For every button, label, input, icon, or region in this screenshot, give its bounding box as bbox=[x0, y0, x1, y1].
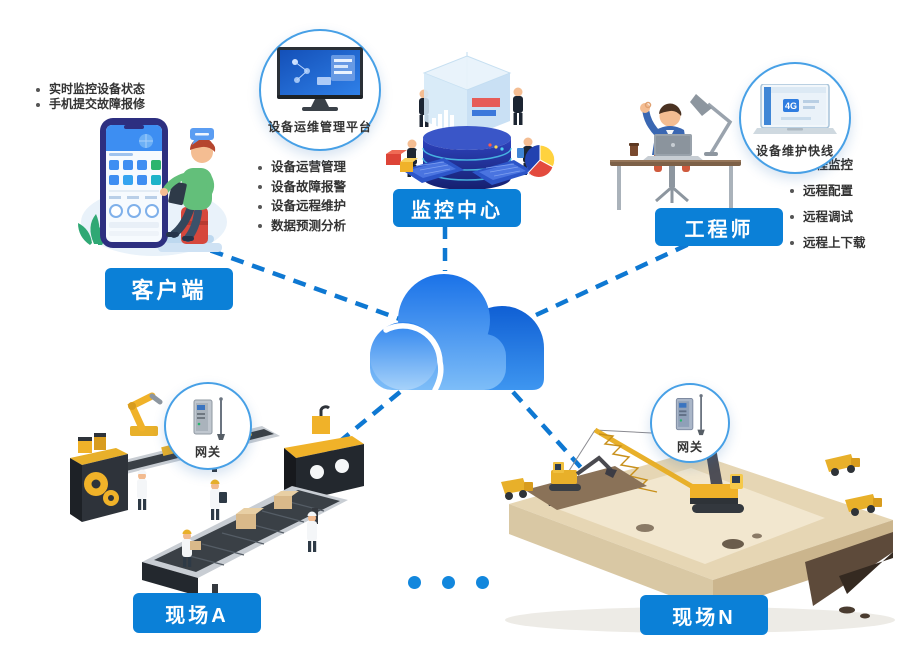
keyboard-panels bbox=[402, 158, 534, 185]
list-item: 远程配置 bbox=[790, 178, 866, 204]
engineer-illustration bbox=[610, 94, 741, 210]
gateway-circle-siteA: 网关 bbox=[164, 382, 252, 470]
bullet-icon bbox=[36, 87, 40, 92]
list-item: 设备故障报警 bbox=[258, 178, 346, 198]
siteN-label: 现场N bbox=[672, 606, 736, 629]
platform-circle: 设备运维管理平台 bbox=[259, 29, 381, 151]
box-icon bbox=[236, 491, 299, 529]
dot-icon bbox=[442, 576, 455, 589]
phone-user-illustration bbox=[78, 118, 227, 256]
list-item: 远程上下载 bbox=[790, 230, 866, 256]
robot-arm-icon bbox=[127, 392, 163, 436]
monitoring-feature-list: 设备运营管理 设备故障报警 设备远程维护 数据预测分析 bbox=[258, 158, 346, 236]
gateway-caption-siteA: 网关 bbox=[194, 445, 221, 459]
smartphone-icon bbox=[100, 118, 168, 248]
glass-cube bbox=[422, 52, 512, 138]
dump-truck-icon bbox=[825, 454, 860, 476]
excavator-icon bbox=[525, 455, 647, 510]
bullet-icon bbox=[258, 165, 262, 170]
client-bullet-1: 实时监控设备状态 bbox=[49, 82, 146, 96]
speech-tag bbox=[190, 128, 214, 145]
gateway-device-icon bbox=[675, 394, 705, 436]
desk-lamp-icon bbox=[690, 94, 733, 156]
platform-caption: 设备运维管理平台 bbox=[267, 120, 372, 134]
engineer-bullet-4: 远程上下载 bbox=[803, 236, 866, 250]
list-item: 实时监控设备状态 bbox=[36, 82, 145, 97]
monitoring-bullet-1: 设备运营管理 bbox=[271, 160, 347, 174]
list-item: 手机提交故障报修 bbox=[36, 97, 145, 112]
quickline-circle: 4G 设备维护快线 bbox=[739, 62, 851, 174]
block-chart-icon bbox=[386, 150, 418, 172]
dot-icon bbox=[408, 576, 421, 589]
crane-icon bbox=[545, 427, 744, 513]
laptop-icon bbox=[642, 134, 704, 161]
siteA-label-chip: 现场A bbox=[133, 593, 261, 633]
list-item: 设备运营管理 bbox=[258, 158, 346, 178]
gear-machine bbox=[70, 433, 128, 522]
client-feature-list: 实时监控设备状态 手机提交故障报修 bbox=[36, 82, 145, 112]
lower-conveyor bbox=[142, 486, 348, 600]
gateway-circle-siteN: 网关 bbox=[650, 383, 730, 463]
bullet-icon bbox=[790, 189, 794, 193]
pie-chart-icon bbox=[525, 144, 556, 178]
ellipsis-dots bbox=[408, 576, 489, 589]
bullet-icon bbox=[36, 102, 40, 107]
monitor-icon bbox=[277, 47, 363, 111]
monitoring-bullet-4: 数据预测分析 bbox=[271, 218, 347, 233]
bullet-icon bbox=[258, 204, 262, 209]
dot-icon bbox=[476, 576, 489, 589]
gateway-caption-siteN: 网关 bbox=[676, 440, 703, 454]
gateway-device-icon bbox=[193, 397, 225, 440]
engineer-label-chip: 工程师 bbox=[655, 208, 783, 246]
engineer-label: 工程师 bbox=[684, 218, 754, 241]
press-machine bbox=[284, 405, 364, 502]
bullet-icon bbox=[790, 215, 794, 219]
bullet-icon bbox=[790, 241, 794, 245]
dump-truck-icon bbox=[845, 494, 882, 516]
server-illustration bbox=[386, 52, 556, 190]
connector-cloud-engineer bbox=[535, 241, 690, 318]
screen-badge: 4G bbox=[785, 101, 797, 111]
laptop-screen-icon: 4G bbox=[753, 84, 837, 134]
client-bullet-2: 手机提交故障报修 bbox=[49, 97, 146, 111]
engineer-bullet-3: 远程调试 bbox=[803, 210, 854, 224]
list-item: 设备远程维护 bbox=[258, 197, 346, 217]
connector-cloud-client bbox=[189, 240, 409, 325]
siteN-label-chip: 现场N bbox=[640, 595, 768, 635]
cloud-icon bbox=[370, 274, 544, 393]
client-label: 客户端 bbox=[131, 278, 207, 303]
connector-cloud-siteN bbox=[511, 390, 586, 473]
coffee-cup-icon bbox=[629, 143, 639, 156]
mine-illustration bbox=[501, 427, 895, 633]
monitoring-label: 监控中心 bbox=[411, 199, 503, 222]
engineer-bullet-2: 远程配置 bbox=[803, 184, 854, 198]
desk-icon bbox=[610, 160, 741, 210]
list-item: 远程调试 bbox=[790, 204, 866, 230]
bullet-icon bbox=[258, 185, 262, 190]
monitoring-bullet-2: 设备故障报警 bbox=[271, 179, 347, 194]
bullet-icon bbox=[258, 224, 262, 229]
monitoring-label-chip: 监控中心 bbox=[393, 189, 521, 227]
siteA-label: 现场A bbox=[165, 604, 229, 627]
factory-workers bbox=[137, 469, 317, 567]
seated-person bbox=[160, 137, 216, 244]
list-item: 数据预测分析 bbox=[258, 217, 346, 237]
dump-truck-icon bbox=[501, 478, 533, 500]
monitoring-bullet-3: 设备远程维护 bbox=[271, 199, 347, 213]
quickline-caption: 设备维护快线 bbox=[755, 144, 834, 158]
client-label-chip: 客户端 bbox=[105, 268, 233, 310]
